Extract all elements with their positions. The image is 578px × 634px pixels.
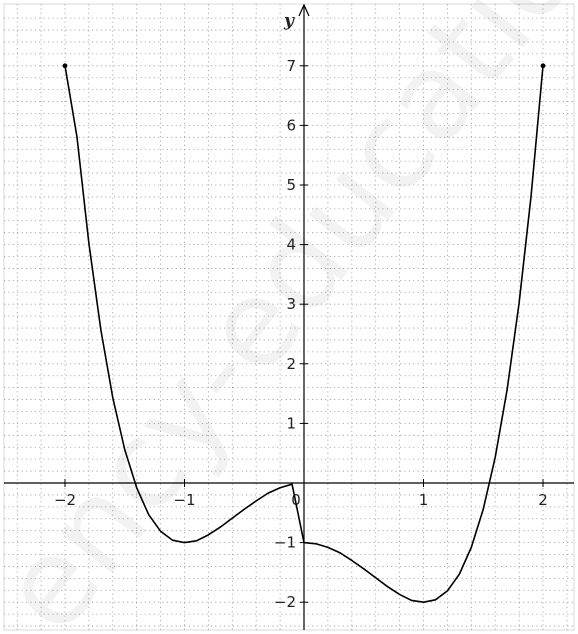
- axes: [4, 3, 574, 630]
- x-tick-label: 2: [538, 491, 548, 509]
- x-tick-label: 1: [419, 491, 429, 509]
- series-line: [64, 65, 544, 603]
- x-tick-label: −1: [173, 491, 195, 509]
- endpoint-dot: [540, 63, 546, 69]
- y-tick-label: 6: [286, 116, 296, 134]
- y-tick-label: 1: [286, 414, 296, 432]
- plot-area: [62, 63, 546, 603]
- endpoint-dot: [62, 63, 68, 69]
- y-tick-label: −2: [274, 593, 296, 611]
- y-axis-label: y: [283, 11, 295, 31]
- y-tick-label: 3: [286, 295, 296, 313]
- y-tick-label: 5: [286, 176, 296, 194]
- chart-frame: [3, 3, 575, 631]
- y-tick-label: −1: [274, 534, 296, 552]
- x-tick-label: −2: [54, 491, 76, 509]
- y-tick-label: 7: [286, 57, 296, 75]
- y-tick-label: 2: [286, 355, 296, 373]
- y-tick-label: 4: [286, 236, 296, 254]
- y-axis-arrow: [298, 3, 310, 17]
